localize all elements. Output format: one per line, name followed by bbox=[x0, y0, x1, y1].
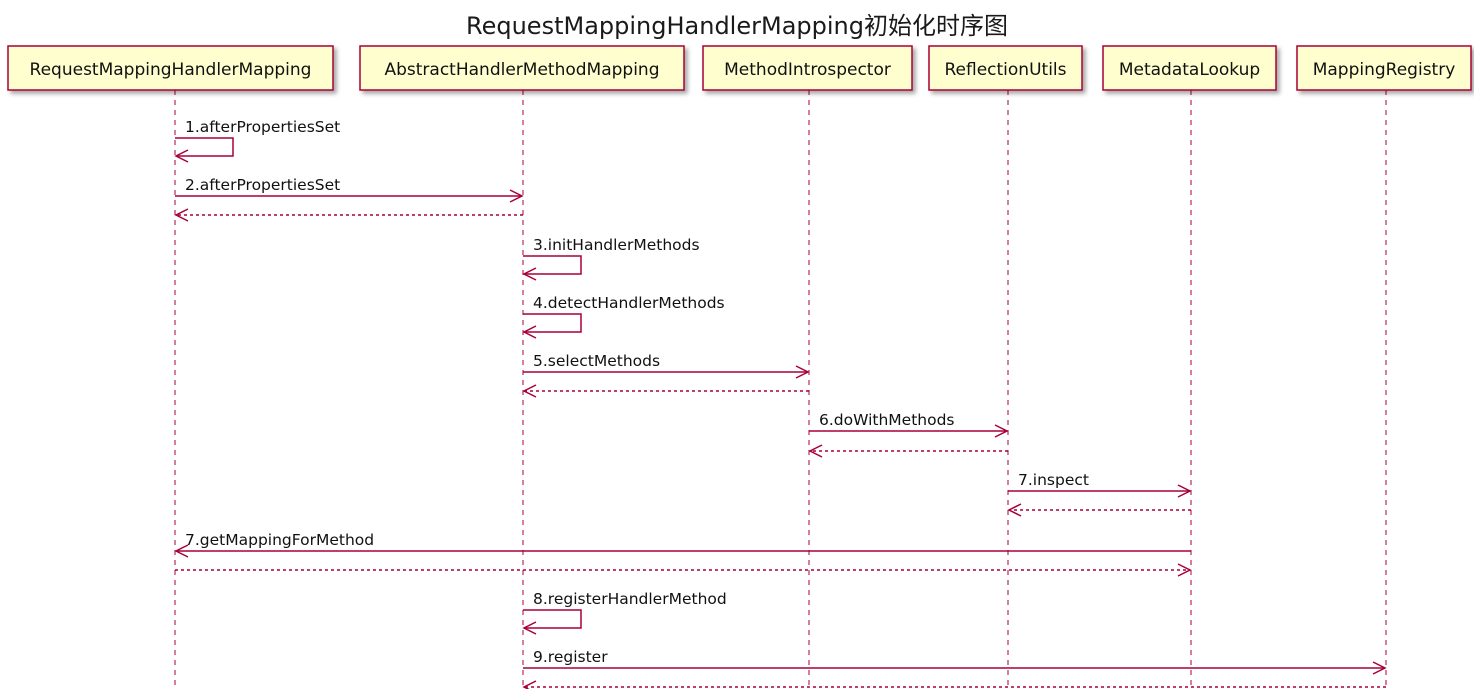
arrowhead bbox=[1372, 661, 1387, 675]
lifelines bbox=[174, 90, 1387, 689]
return-message bbox=[174, 208, 523, 222]
arrowhead bbox=[174, 208, 189, 222]
arrowhead bbox=[795, 365, 810, 379]
diagram-title: RequestMappingHandlerMapping初始化时序图 bbox=[466, 12, 1008, 40]
arrowhead bbox=[1007, 503, 1022, 517]
arrowhead bbox=[509, 189, 524, 203]
message-4.detectHandlerMethods: 4.detectHandlerMethods bbox=[522, 294, 725, 339]
message-6.doWithMethods: 6.doWithMethods bbox=[809, 411, 1009, 438]
message-label: 6.doWithMethods bbox=[819, 411, 955, 429]
message-7.getMappingForMethod: 7.getMappingForMethod bbox=[174, 531, 1191, 558]
arrowhead bbox=[174, 149, 189, 163]
participant-box bbox=[359, 45, 685, 91]
return-message bbox=[175, 563, 1192, 577]
self-call-line bbox=[523, 609, 582, 629]
messages: 1.afterPropertiesSet 2.afterPropertiesSet… bbox=[174, 118, 1387, 689]
message-2.afterPropertiesSet: 2.afterPropertiesSet bbox=[175, 176, 524, 203]
participant-method-introspector: MethodIntrospector bbox=[702, 45, 913, 91]
arrowhead bbox=[522, 325, 537, 339]
message-label: 9.register bbox=[533, 648, 608, 666]
message-3.initHandlerMethods: 3.initHandlerMethods bbox=[522, 236, 700, 281]
message-8.registerHandlerMethod: 8.registerHandlerMethod bbox=[522, 590, 727, 635]
participant-request-mapping-handler-mapping: RequestMappingHandlerMapping bbox=[7, 45, 334, 91]
arrowhead bbox=[994, 424, 1009, 438]
participants: RequestMappingHandlerMapping AbstractHand… bbox=[7, 45, 1472, 91]
message-label: 2.afterPropertiesSet bbox=[185, 176, 340, 194]
participant-box bbox=[7, 45, 334, 91]
participant-box bbox=[1102, 45, 1277, 91]
message-label: 5.selectMethods bbox=[533, 352, 660, 370]
message-label: 7.inspect bbox=[1018, 471, 1089, 489]
message-label: 8.registerHandlerMethod bbox=[533, 590, 727, 608]
participant-label: RequestMappingHandlerMapping bbox=[30, 60, 312, 80]
participant-label: MetadataLookup bbox=[1119, 60, 1260, 80]
participant-box bbox=[702, 45, 913, 91]
message-label: 7.getMappingForMethod bbox=[185, 531, 374, 549]
message-1.afterPropertiesSet: 1.afterPropertiesSet bbox=[174, 118, 340, 163]
message-5.selectMethods: 5.selectMethods bbox=[523, 352, 810, 379]
participant-metadata-lookup: MetadataLookup bbox=[1102, 45, 1277, 91]
arrowhead bbox=[808, 444, 823, 458]
return-message bbox=[808, 444, 1008, 458]
participant-box bbox=[928, 45, 1083, 91]
arrowhead bbox=[1177, 484, 1192, 498]
participant-label: ReflectionUtils bbox=[945, 60, 1067, 80]
message-label: 3.initHandlerMethods bbox=[533, 236, 700, 254]
arrowhead bbox=[522, 680, 537, 689]
self-call-line bbox=[523, 313, 582, 333]
arrowhead bbox=[1177, 563, 1192, 577]
participant-label: MappingRegistry bbox=[1313, 60, 1456, 80]
self-call-line bbox=[175, 137, 234, 157]
arrowhead bbox=[174, 544, 189, 558]
message-9.register: 9.register bbox=[523, 648, 1387, 675]
message-label: 4.detectHandlerMethods bbox=[533, 294, 725, 312]
arrowhead bbox=[522, 267, 537, 281]
participant-abstract-handler-method-mapping: AbstractHandlerMethodMapping bbox=[359, 45, 685, 91]
return-message bbox=[522, 680, 1386, 689]
arrowhead bbox=[522, 384, 537, 398]
participant-label: MethodIntrospector bbox=[724, 60, 891, 80]
self-call-line bbox=[523, 255, 582, 275]
participant-box bbox=[1296, 45, 1472, 91]
message-label: 1.afterPropertiesSet bbox=[185, 118, 340, 136]
participant-mapping-registry: MappingRegistry bbox=[1296, 45, 1472, 91]
participant-reflection-utils: ReflectionUtils bbox=[928, 45, 1083, 91]
return-message bbox=[1007, 503, 1191, 517]
message-7.inspect: 7.inspect bbox=[1008, 471, 1192, 498]
participant-label: AbstractHandlerMethodMapping bbox=[384, 60, 659, 80]
return-message bbox=[522, 384, 809, 398]
arrowhead bbox=[522, 621, 537, 635]
